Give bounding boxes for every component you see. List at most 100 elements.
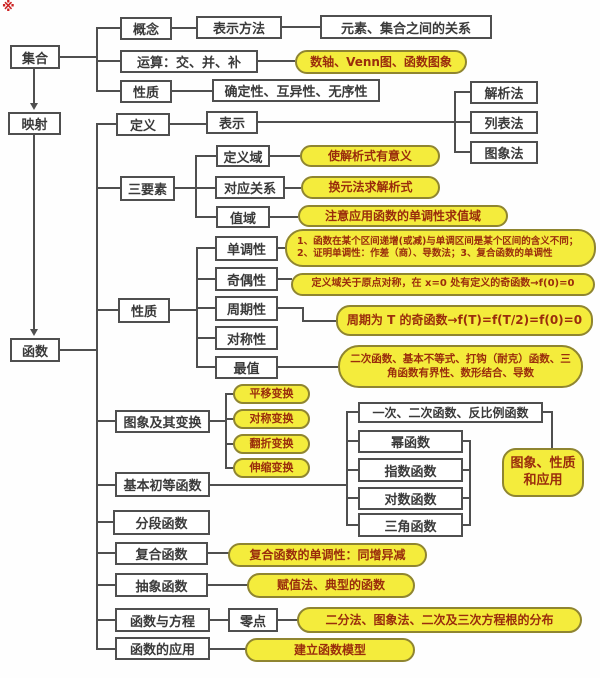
- connector: [454, 91, 470, 93]
- connector: [454, 151, 470, 153]
- set-bracket: [96, 27, 98, 92]
- node-represent-method: 表示方法: [196, 16, 282, 39]
- node-operations: 运算：交、并、补: [120, 50, 258, 73]
- connector: [210, 619, 229, 621]
- node-equation: 函数与方程: [115, 608, 210, 632]
- connector: [210, 648, 246, 650]
- connector: [282, 26, 320, 28]
- function-trunk: [96, 123, 98, 650]
- connector: [170, 123, 206, 125]
- note-abstract: 赋值法、典型的函数: [247, 573, 415, 598]
- connector: [302, 307, 304, 322]
- node-linear-quadratic: 一次、二次函数、反比例函数: [358, 402, 543, 423]
- connector: [96, 648, 116, 650]
- connector: [346, 440, 359, 442]
- connector: [463, 440, 471, 442]
- basic-functions-bracket: [346, 411, 348, 526]
- node-extremum: 最值: [215, 356, 278, 379]
- node-periodicity: 周期性: [215, 296, 278, 321]
- connector: [96, 584, 116, 586]
- connector: [96, 27, 120, 29]
- spine-line-set-mapping: [33, 69, 35, 103]
- node-mapping: 映射: [8, 112, 61, 135]
- node-basic-functions: 基本初等函数: [115, 472, 210, 497]
- note-scale-transform: 伸缩变换: [233, 458, 310, 478]
- connector: [225, 443, 234, 445]
- connector: [96, 521, 114, 523]
- node-concept: 概念: [120, 17, 172, 40]
- connector: [96, 123, 116, 125]
- node-definition: 定义: [116, 113, 170, 136]
- connector: [96, 619, 116, 621]
- arrow-down-icon: [30, 103, 38, 110]
- connector: [225, 467, 234, 469]
- node-analytic-method: 解析法: [470, 81, 538, 104]
- corner-marker: ※: [2, 0, 15, 15]
- connector: [543, 411, 553, 413]
- connector: [270, 155, 300, 157]
- note-range: 注意应用函数的单调性求值域: [298, 205, 508, 227]
- connector: [195, 155, 216, 157]
- node-power-function: 幂函数: [358, 430, 463, 453]
- connector: [454, 121, 470, 123]
- connector: [346, 524, 359, 526]
- node-set: 集合: [10, 45, 60, 69]
- note-translate-transform: 平移变换: [233, 384, 310, 404]
- node-func-properties: 性质: [118, 298, 170, 323]
- connector: [302, 320, 337, 322]
- connector: [96, 420, 116, 422]
- connector: [196, 366, 215, 368]
- connector: [196, 337, 215, 339]
- connector: [210, 420, 226, 422]
- node-three-elements: 三要素: [120, 176, 175, 201]
- node-graph-transform: 图象及其变换: [115, 410, 210, 433]
- connector: [96, 484, 116, 486]
- connector: [285, 187, 301, 189]
- connector: [96, 309, 118, 311]
- note-fold-transform: 翻折变换: [233, 434, 310, 454]
- connector: [463, 469, 471, 471]
- spine-line-mapping-function: [33, 135, 35, 329]
- connector: [463, 524, 471, 526]
- note-extremum: 二次函数、基本不等式、打钩（耐克）函数、三角函数有界性、数形结合、导数: [338, 345, 583, 388]
- node-trigonometric-function: 三角函数: [358, 513, 463, 537]
- note-periodicity: 周期为 T 的奇函数→f(T)=f(T/2)=f(0)=0: [336, 305, 593, 336]
- three-elements-bracket: [195, 155, 197, 218]
- connector: [195, 187, 215, 189]
- connector: [196, 307, 215, 309]
- note-domain: 使解析式有意义: [300, 145, 440, 167]
- node-exponential-function: 指数函数: [358, 458, 463, 482]
- transform-bracket: [225, 393, 227, 468]
- node-logarithmic-function: 对数函数: [358, 487, 463, 510]
- node-composite: 复合函数: [115, 542, 208, 565]
- connector: [172, 27, 196, 29]
- connector: [258, 121, 455, 123]
- node-zero-point: 零点: [228, 608, 278, 632]
- connector: [225, 418, 234, 420]
- connector: [96, 90, 120, 92]
- node-parity: 奇偶性: [215, 267, 278, 291]
- node-rule: 对应关系: [215, 176, 285, 199]
- note-parity: 定义域关于原点对称，在 x=0 处有定义的奇函数→f(0)=0: [291, 273, 595, 296]
- connector: [278, 278, 292, 280]
- connector: [278, 247, 286, 249]
- note-monotonicity: 1、函数在某个区间递增(或减)与单调区间是某个区间的含义不同；2、证明单调性：作…: [285, 229, 596, 267]
- node-symmetry: 对称性: [215, 326, 278, 350]
- node-set-property: 性质: [120, 80, 172, 103]
- node-domain: 定义域: [216, 145, 270, 167]
- connector: [278, 307, 304, 309]
- connector: [175, 187, 196, 189]
- node-function: 函数: [10, 338, 60, 362]
- node-represent: 表示: [206, 111, 258, 134]
- node-application: 函数的应用: [115, 637, 210, 660]
- node-monotonicity: 单调性: [215, 236, 278, 261]
- connector: [196, 247, 215, 249]
- connector: [208, 552, 229, 554]
- node-piecewise: 分段函数: [113, 510, 210, 535]
- note-operations: 数轴、Venn图、函数图象: [295, 50, 467, 74]
- note-equation: 二分法、图象法、二次及三次方程根的分布: [297, 607, 582, 633]
- connector: [463, 497, 471, 499]
- note-composite: 复合函数的单调性：同增异减: [228, 543, 427, 567]
- node-abstract: 抽象函数: [115, 573, 208, 597]
